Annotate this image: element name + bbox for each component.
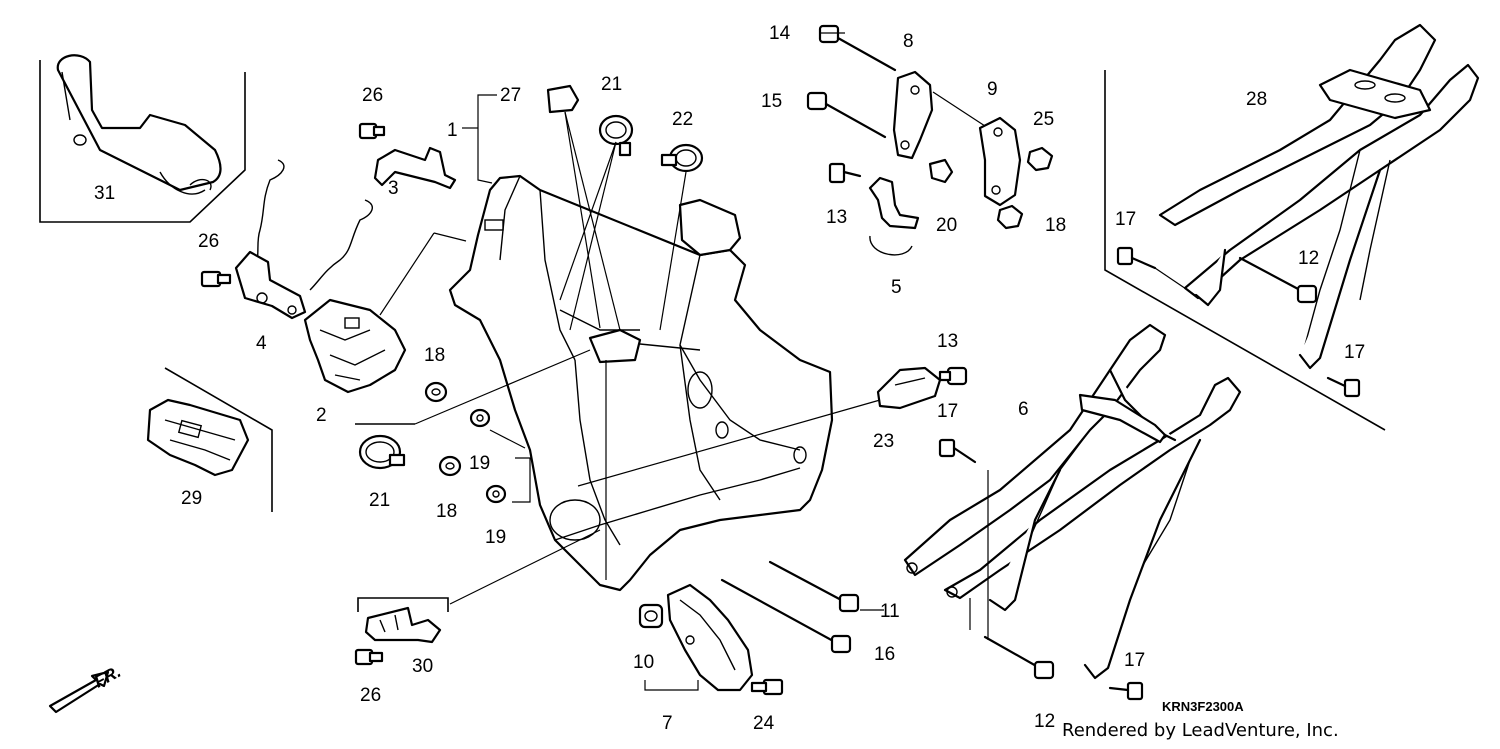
callout-10: 10 bbox=[633, 652, 654, 673]
band-part-22[interactable] bbox=[660, 143, 704, 173]
callout-29: 29 bbox=[181, 488, 202, 509]
callout-19-a: 19 bbox=[469, 453, 490, 474]
bolt-part-15[interactable] bbox=[806, 91, 887, 139]
bracket-part-3[interactable] bbox=[373, 146, 457, 190]
clip-part-20[interactable] bbox=[928, 158, 954, 184]
callout-31: 31 bbox=[94, 183, 115, 204]
callout-26-left: 26 bbox=[198, 231, 219, 252]
leader-lines bbox=[379, 32, 1196, 691]
guard-part-7[interactable] bbox=[666, 583, 754, 692]
callout-labels: 27 1 21 22 26 3 26 4 2 18 19 18 19 21 29… bbox=[94, 23, 1365, 734]
plate-part-9[interactable] bbox=[978, 116, 1022, 207]
bolt-part-12-bottom[interactable] bbox=[983, 635, 1055, 680]
washer-part-19-a[interactable] bbox=[469, 408, 491, 428]
nut-part-25[interactable] bbox=[1026, 146, 1054, 172]
inset-box-30 bbox=[357, 597, 449, 612]
inset-box-29 bbox=[164, 367, 273, 512]
callout-13-mid: 13 bbox=[937, 331, 958, 352]
callout-11: 11 bbox=[880, 601, 900, 622]
nut-part-18-a[interactable] bbox=[424, 381, 448, 403]
subframe-part-28[interactable] bbox=[1158, 23, 1480, 370]
subframe-part-6[interactable] bbox=[903, 323, 1242, 680]
callout-17-bottom: 17 bbox=[1124, 650, 1145, 671]
guard-part-29[interactable] bbox=[146, 398, 250, 477]
inset-box-31 bbox=[39, 60, 246, 223]
clamp-part-5[interactable] bbox=[868, 176, 920, 256]
callout-24: 24 bbox=[753, 713, 775, 734]
callout-21-left: 21 bbox=[369, 490, 390, 511]
callout-12-inset: 12 bbox=[1298, 248, 1319, 269]
callout-18-right: 18 bbox=[1045, 215, 1066, 236]
bolt-part-26-left[interactable] bbox=[200, 270, 232, 288]
credit-text: Rendered by LeadVenture, Inc. bbox=[1062, 720, 1339, 741]
bolt-part-17-mid[interactable] bbox=[938, 438, 977, 464]
callout-17-inset-right: 17 bbox=[1344, 342, 1365, 363]
bolt-part-16[interactable] bbox=[720, 578, 852, 654]
callout-1: 1 bbox=[447, 120, 458, 141]
callout-15: 15 bbox=[761, 91, 782, 112]
callout-26-top: 26 bbox=[362, 85, 383, 106]
bolt-part-13-top[interactable] bbox=[828, 162, 862, 184]
bolt-part-11[interactable] bbox=[768, 560, 860, 613]
callout-9: 9 bbox=[987, 79, 998, 100]
callout-12-bottom: 12 bbox=[1034, 711, 1055, 732]
callout-17-inset-left: 17 bbox=[1115, 209, 1136, 230]
wire-clip-part-31[interactable] bbox=[56, 54, 222, 195]
bolt-part-17-inset-right[interactable] bbox=[1326, 376, 1361, 398]
cap-part-27[interactable] bbox=[546, 84, 580, 114]
callout-20: 20 bbox=[936, 215, 957, 236]
callout-2: 2 bbox=[316, 405, 327, 426]
callout-18-a: 18 bbox=[424, 345, 445, 366]
bracket-part-2[interactable] bbox=[303, 298, 407, 394]
callout-25: 25 bbox=[1033, 109, 1054, 130]
callout-4: 4 bbox=[256, 333, 267, 354]
inset-box-28 bbox=[1104, 70, 1386, 431]
stay-part-4[interactable] bbox=[234, 159, 373, 320]
collar-part-10[interactable] bbox=[638, 603, 664, 629]
callout-6: 6 bbox=[1018, 399, 1029, 420]
callout-23: 23 bbox=[873, 431, 894, 452]
bolt-part-17-bottom[interactable] bbox=[1108, 681, 1144, 701]
bolt-part-14[interactable] bbox=[818, 24, 897, 72]
callout-26-bottom: 26 bbox=[360, 685, 381, 706]
diagram-code: KRN3F2300A bbox=[1162, 699, 1244, 714]
band-part-21-left[interactable] bbox=[358, 434, 406, 470]
callout-8: 8 bbox=[903, 31, 914, 52]
callout-14: 14 bbox=[769, 23, 791, 44]
nut-part-18-b[interactable] bbox=[438, 455, 462, 477]
bolt-part-13-mid[interactable] bbox=[938, 366, 968, 386]
callout-22: 22 bbox=[672, 109, 693, 130]
front-arrow-icon: FR. bbox=[48, 662, 124, 714]
callout-30: 30 bbox=[412, 656, 433, 677]
nut-part-18-right[interactable] bbox=[996, 204, 1024, 230]
callout-16: 16 bbox=[874, 644, 895, 665]
bolt-part-17-inset-left[interactable] bbox=[1116, 246, 1157, 270]
plate-part-8[interactable] bbox=[892, 70, 934, 160]
callout-13-top: 13 bbox=[826, 207, 847, 228]
band-part-21-top[interactable] bbox=[598, 114, 634, 157]
callout-21-top: 21 bbox=[601, 74, 622, 95]
washer-part-19-b[interactable] bbox=[485, 484, 507, 504]
bolt-part-26-bottom[interactable] bbox=[354, 648, 384, 666]
callout-5: 5 bbox=[891, 277, 902, 298]
plate-part-23[interactable] bbox=[876, 366, 942, 410]
callout-3: 3 bbox=[388, 178, 399, 199]
callout-17-mid: 17 bbox=[937, 401, 958, 422]
callout-19-b: 19 bbox=[485, 527, 506, 548]
callout-7: 7 bbox=[662, 713, 673, 734]
callout-18-b: 18 bbox=[436, 501, 457, 522]
clamp-part-30[interactable] bbox=[364, 606, 442, 644]
main-frame-part-1[interactable] bbox=[448, 174, 834, 592]
bolt-part-26-top[interactable] bbox=[358, 122, 386, 140]
callout-27: 27 bbox=[500, 85, 521, 106]
bolt-part-12-inset[interactable] bbox=[1238, 256, 1318, 304]
callout-28: 28 bbox=[1246, 89, 1267, 110]
bolt-part-24[interactable] bbox=[750, 678, 784, 696]
